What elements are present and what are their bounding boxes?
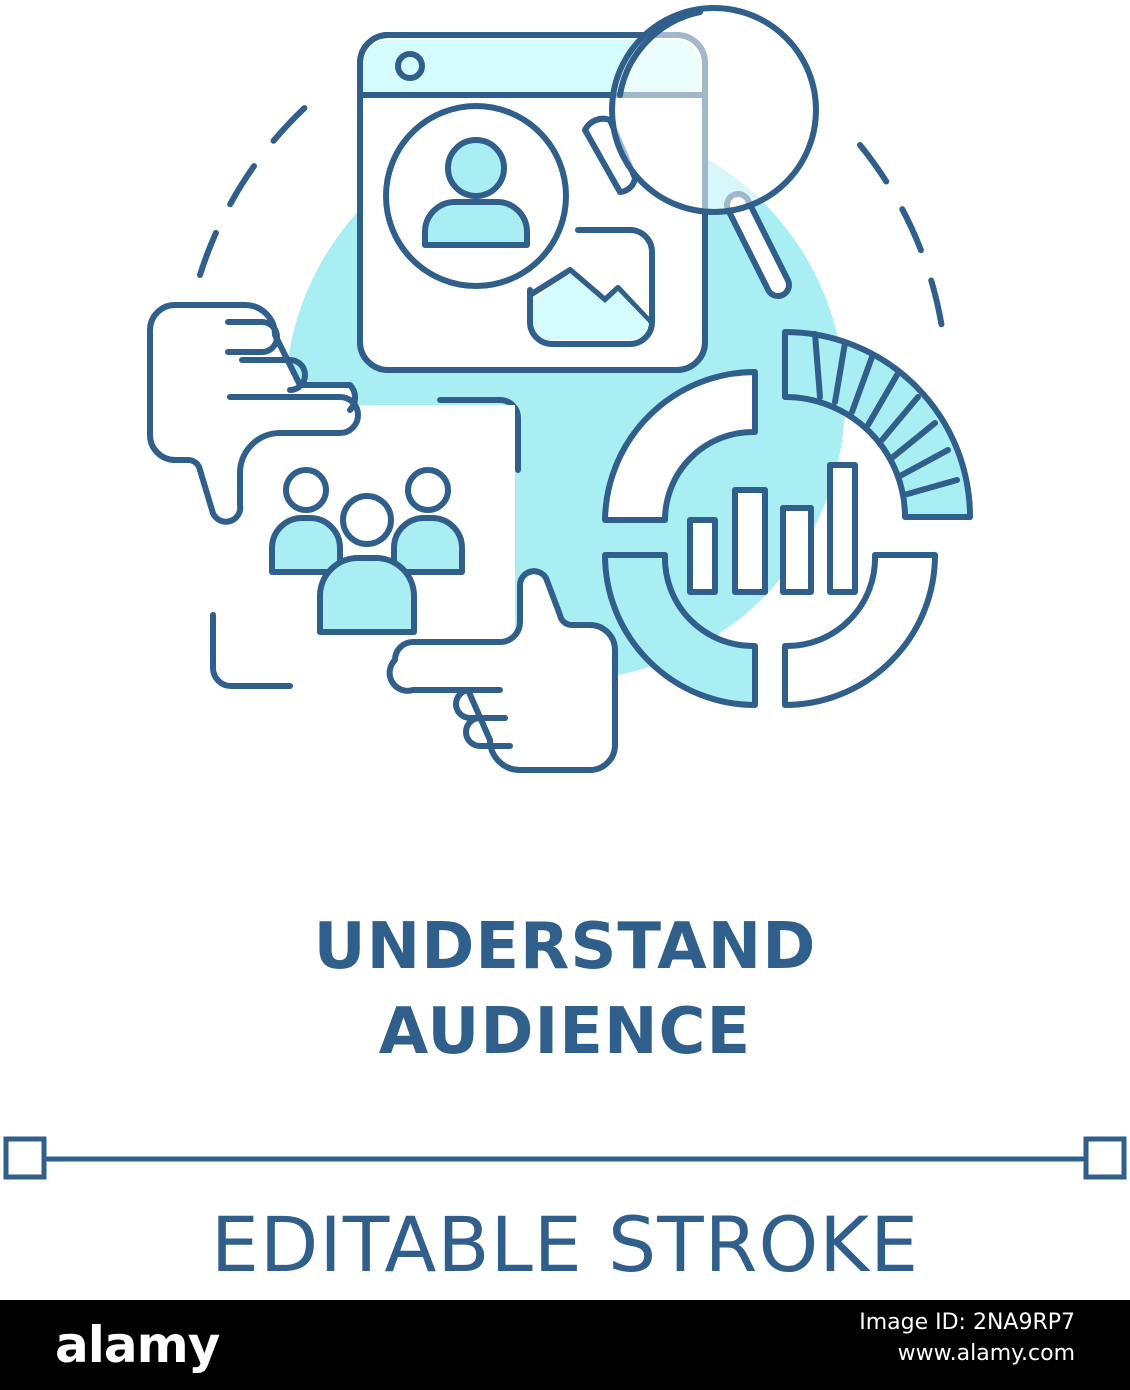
bar-chart-icon bbox=[687, 462, 858, 595]
dashed-arc-left bbox=[197, 87, 328, 278]
audience-group-icon bbox=[210, 397, 521, 689]
editable-stroke-line bbox=[3, 1136, 1127, 1180]
thumbs-up-icon bbox=[386, 568, 618, 773]
image-id-block: Image ID: 2NA9RP7 www.alamy.com bbox=[675, 1308, 1075, 1370]
dashed-arc-right bbox=[857, 142, 948, 353]
site-url-text: www.alamy.com bbox=[897, 1340, 1075, 1366]
stroke-handle-right bbox=[1083, 1136, 1127, 1180]
title-line-1: UNDERSTAND bbox=[313, 910, 817, 984]
title-line-2: AUDIENCE bbox=[378, 995, 752, 1069]
editable-stroke-label: EDITABLE STROKE bbox=[210, 1200, 920, 1289]
thumbs-down-icon bbox=[147, 302, 361, 525]
donut-chart-icon bbox=[602, 369, 938, 708]
gauge-icon bbox=[782, 329, 973, 520]
image-icon bbox=[527, 227, 655, 347]
footer-bar: alamy bbox=[0, 1300, 1130, 1390]
user-profile-icon bbox=[383, 103, 569, 289]
alamy-logo: alamy bbox=[55, 1316, 220, 1374]
understand-audience-illustration bbox=[147, 5, 973, 773]
image-id-text: Image ID: 2NA9RP7 bbox=[859, 1310, 1075, 1335]
magnifier-icon bbox=[582, 5, 819, 299]
stroke-handle-left bbox=[3, 1136, 47, 1180]
